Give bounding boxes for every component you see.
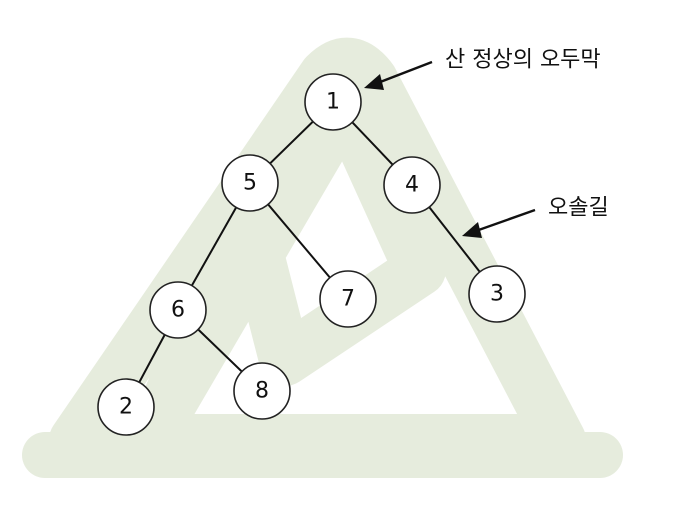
node-label-7: 7 — [341, 287, 355, 312]
tree-node-8: 8 — [233, 362, 291, 420]
node-label-4: 4 — [405, 173, 419, 198]
node-label-6: 6 — [171, 298, 185, 323]
tree-nodes: 1 5 4 6 7 3 2 8 — [97, 73, 526, 436]
tree-node-5: 5 — [221, 154, 279, 212]
node-circle-6 — [149, 281, 207, 339]
node-circle-8 — [233, 362, 291, 420]
node-label-1: 1 — [326, 90, 340, 115]
trail-label: 오솔길 — [548, 196, 609, 221]
node-circle-5 — [221, 154, 279, 212]
trail-arrow-head — [462, 222, 482, 238]
peak-annotation: 산 정상의 오두막 — [364, 48, 601, 90]
tree-node-3: 3 — [468, 265, 526, 323]
node-circle-7 — [319, 270, 377, 328]
tree-node-7: 7 — [319, 270, 377, 328]
peak-label: 산 정상의 오두막 — [445, 48, 601, 73]
node-label-8: 8 — [255, 379, 269, 404]
tree-node-1: 1 — [304, 73, 362, 131]
tree-node-2: 2 — [97, 378, 155, 436]
node-label-3: 3 — [490, 282, 504, 307]
trail-arrow — [472, 208, 536, 234]
node-label-2: 2 — [119, 395, 133, 420]
tree-node-6: 6 — [149, 281, 207, 339]
node-circle-4 — [383, 156, 441, 214]
peak-arrow — [374, 60, 433, 86]
node-circle-1 — [304, 73, 362, 131]
node-label-5: 5 — [243, 171, 257, 196]
peak-arrow-head — [364, 74, 384, 90]
trail-annotation: 오솔길 — [462, 196, 609, 238]
tree-node-4: 4 — [383, 156, 441, 214]
node-circle-3 — [468, 265, 526, 323]
node-circle-2 — [97, 378, 155, 436]
